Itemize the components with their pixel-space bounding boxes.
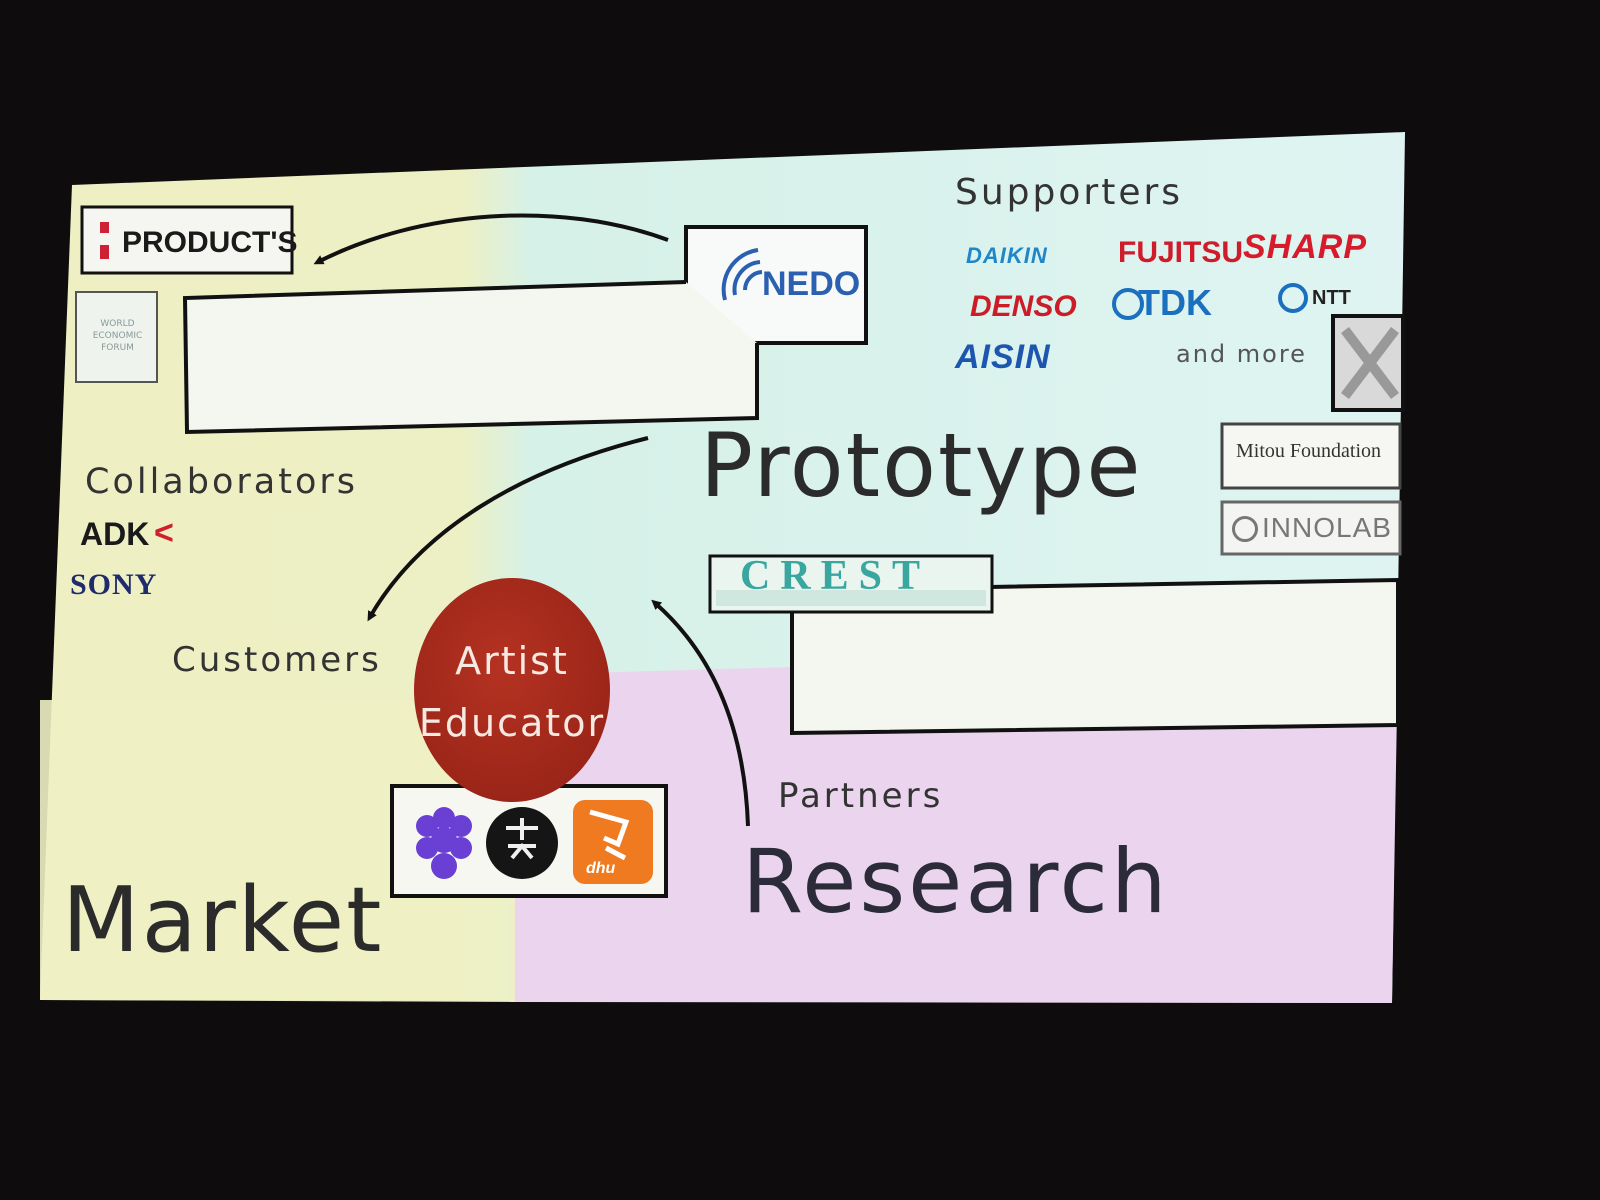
dhu-logo: dhu (586, 860, 616, 877)
nedo-logo: NEDO (762, 265, 861, 303)
wef-logo-line-1: WORLD (100, 319, 135, 329)
products-mark-bottom (100, 245, 109, 259)
wef-logo-line-2: ECONOMIC (92, 331, 143, 341)
zone-label-market: Market (62, 868, 384, 973)
artist-educator-label: Artist Educator (414, 630, 610, 754)
and-more-label: and more (1176, 340, 1307, 368)
tdk-emblem-icon (1112, 288, 1144, 320)
aisin-logo: AISIN (955, 338, 1051, 376)
products-logo: PRODUCT'S (122, 226, 298, 259)
ntt-emblem-icon (1278, 283, 1308, 313)
market-zone (40, 700, 515, 1002)
customers-label: Customers (172, 640, 382, 680)
products-logo-box (80, 205, 294, 275)
nedo-arc-1 (732, 260, 761, 296)
denso-logo: DENSO (970, 290, 1077, 323)
zone-label-research: Research (742, 830, 1170, 933)
dhu-logo-glyph (589, 809, 630, 861)
adk-mark-icon: < (154, 514, 174, 552)
sharp-logo: SHARP (1243, 228, 1368, 266)
adk-logo: ADK (80, 516, 150, 552)
mitou-logo: Mitou Foundation (1236, 440, 1382, 462)
wef-logo: WORLD ECONOMIC FORUM (80, 318, 155, 354)
arrow-nedo-to-products (313, 213, 669, 265)
nedo-bracket (182, 280, 759, 435)
innolab-logo-box (1220, 500, 1402, 556)
purple-emblem-icon (416, 807, 472, 879)
nedo-arc-3 (742, 270, 763, 291)
crest-bracket (790, 577, 1400, 736)
educator-label: Educator (418, 701, 606, 745)
tdk-logo: TDK (1138, 282, 1212, 323)
black-emblem-glyph (506, 818, 538, 860)
supporters-label: Supporters (955, 172, 1184, 213)
arrow-prototype-to-customers (367, 436, 649, 622)
artist-educator-circle (414, 578, 610, 802)
wef-logo-box (75, 291, 158, 383)
innolab-logo: INNOLAB (1262, 512, 1392, 543)
research-zone (510, 650, 1398, 1003)
fujitsu-logo: FUJITSU (1118, 236, 1244, 269)
x-logo-mark (1341, 326, 1399, 400)
crest-logo: CREST (740, 553, 931, 599)
nedo-arc-2 (721, 248, 759, 301)
partners-label: Partners (778, 776, 944, 816)
artist-label: Artist (455, 639, 569, 683)
innolab-emblem-icon (1232, 516, 1258, 542)
wef-logo-line-3: FORUM (101, 343, 134, 353)
mitou-logo-box (1220, 422, 1402, 490)
crest-subtitle-strip (716, 590, 986, 606)
daikin-logo: DAIKIN (966, 243, 1048, 268)
arrow-research-to-prototype (651, 599, 750, 827)
collaborators-label: Collaborators (85, 462, 358, 502)
ntt-logo: NTT (1312, 287, 1351, 309)
sony-logo: SONY (70, 568, 158, 601)
zone-label-prototype: Prototype (700, 414, 1143, 517)
products-mark-top (100, 222, 109, 233)
